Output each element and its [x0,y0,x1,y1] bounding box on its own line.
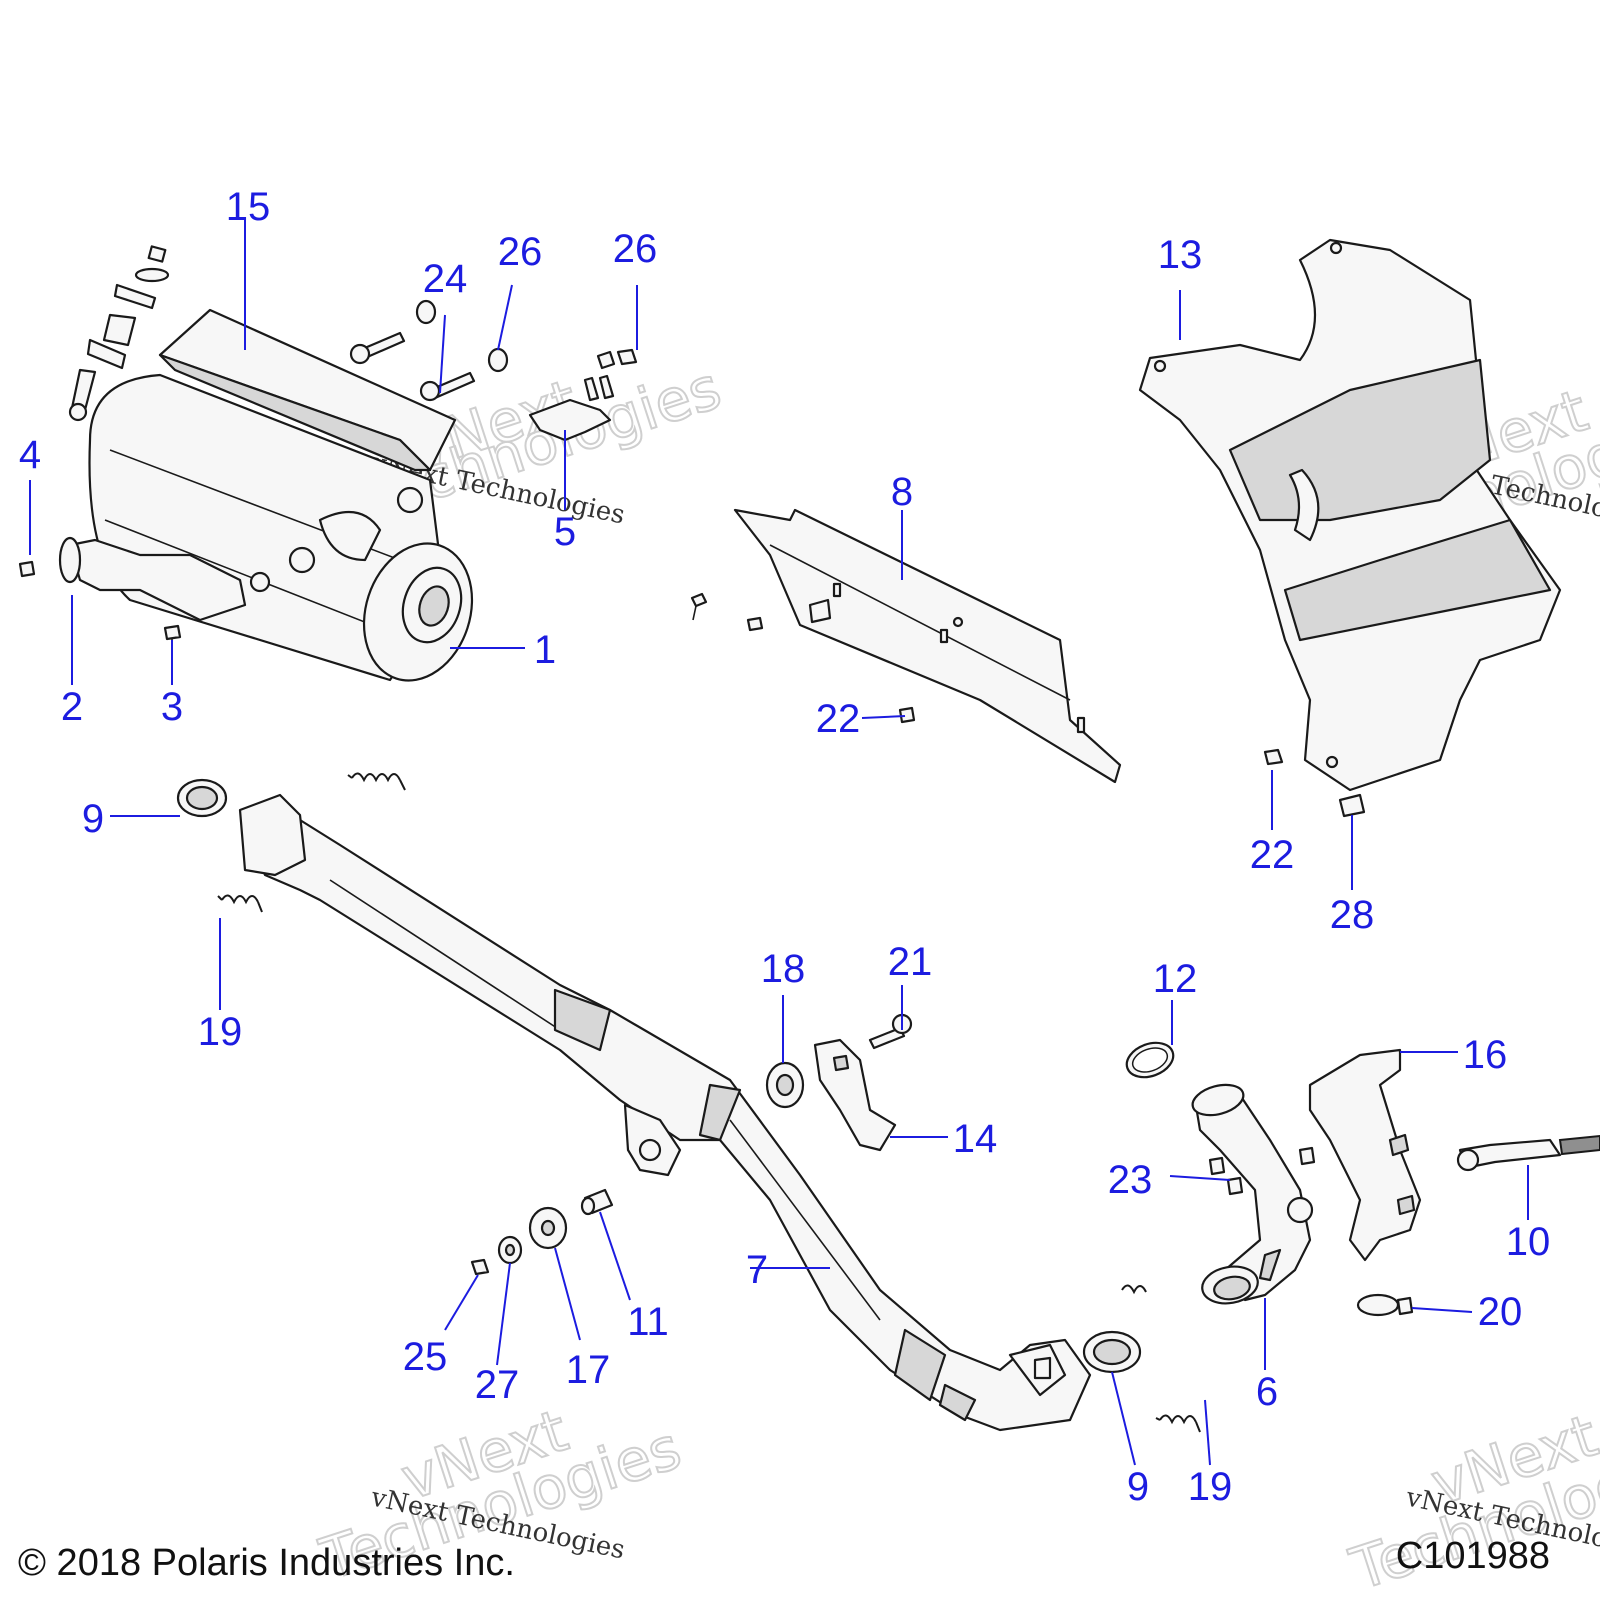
leader-lines [29,220,1529,1466]
callout-16: 16 [1463,1033,1508,1077]
callout-22-b: 22 [1250,833,1295,877]
callout-21: 21 [888,940,933,984]
callout-26-b: 26 [613,227,658,271]
callout-25: 25 [403,1335,448,1379]
callout-20: 20 [1478,1290,1523,1334]
diagram-code: C101988 [1396,1535,1550,1577]
bolt-21 [868,1013,913,1050]
nut-hardware-26 [487,347,638,373]
exhaust-spring-small [1121,1284,1147,1295]
exhaust-spring-19-top [347,772,406,791]
copyright-text: © 2018 Polaris Industries Inc. [18,1542,515,1584]
callout-13: 13 [1158,233,1203,277]
callout-10: 10 [1506,1220,1551,1264]
bolt-hardware-24 [349,299,476,402]
grommet-stack-hardware [68,245,170,422]
callout-19-b: 19 [1188,1465,1233,1509]
callout-12: 12 [1153,957,1198,1001]
callout-11: 11 [627,1300,669,1344]
callout-5: 5 [554,510,576,554]
washer-17 [528,1206,568,1250]
pipe-bracket-14 [813,1038,897,1152]
callout-14: 14 [953,1117,998,1161]
oxygen-sensor-10 [1456,1134,1600,1172]
callout-2: 2 [61,685,83,729]
callout-3: 3 [161,685,183,729]
callout-18: 18 [761,947,806,991]
muffler-heat-shield [158,308,457,472]
callout-1: 1 [534,628,556,672]
shield-fasteners [1263,748,1366,818]
callout-15: 15 [226,185,271,229]
callout-23: 23 [1108,1158,1153,1202]
callout-28: 28 [1330,893,1375,937]
washer-27 [497,1235,523,1265]
plate-screws [690,592,916,724]
elbow-heat-shield-16 [1308,1048,1422,1262]
callout-17: 17 [566,1348,611,1392]
callout-labels: 15 24 26 26 5 4 1 2 3 8 22 13 22 28 9 19… [19,185,1550,1509]
callout-6: 6 [1256,1370,1278,1414]
callout-22-a: 22 [816,697,861,741]
exhaust-gasket-9-upper [176,778,228,818]
nut-25 [470,1258,490,1276]
callout-7: 7 [746,1248,768,1292]
exhaust-spring-19-right [1155,1414,1201,1433]
callout-9-a: 9 [82,797,104,841]
exhaust-elbow-6 [1191,1083,1316,1305]
callout-8: 8 [891,470,913,514]
small-fasteners-3-4 [18,560,182,650]
o-ring-12 [1125,1041,1175,1079]
spacer-11 [580,1188,614,1216]
grommet-18 [765,1061,805,1109]
callout-27: 27 [475,1363,520,1407]
callout-9-b: 9 [1127,1465,1149,1509]
muffler-inlet-pipe [58,536,271,622]
hose-clamp-20 [1356,1293,1414,1317]
exhaust-spring-19-left [217,894,263,913]
exhaust-heat-shield-plate [733,508,1122,784]
exhaust-head-pipe [238,793,1092,1432]
callout-19-a: 19 [198,1010,243,1054]
callout-26-a: 26 [498,230,543,274]
muffler-bracket [528,374,615,442]
exhaust-gasket-9-lower [1082,1330,1142,1374]
callout-24: 24 [423,257,468,301]
callout-4: 4 [19,433,41,477]
large-heat-shield [1138,238,1562,792]
